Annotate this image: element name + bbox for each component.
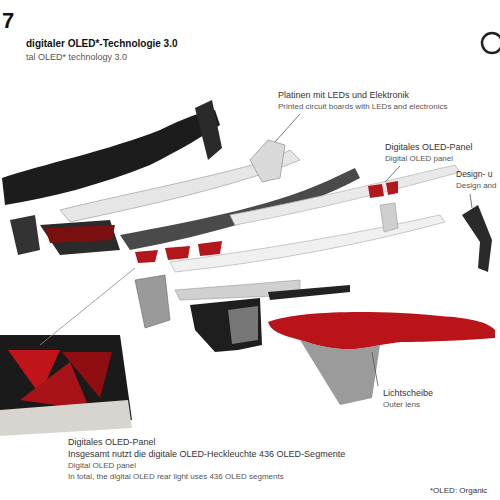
part-label: Digitales OLED-Panel: [385, 142, 473, 152]
grille: [228, 306, 258, 344]
leader-line: [40, 268, 135, 345]
circuit-board: [250, 140, 285, 182]
oled-triangle: [20, 362, 90, 410]
part-label-en: Outer lens: [383, 400, 420, 409]
trim-bar: [268, 285, 350, 300]
design-trim: [462, 205, 492, 272]
title: digitaler OLED*-Technologie 3.0: [26, 38, 178, 50]
pcb-strip: [230, 165, 460, 225]
leader-line: [372, 352, 378, 386]
part-label: Design- u: [456, 170, 492, 180]
inset-heading: Digitales OLED-Panel: [68, 437, 156, 447]
oled-segment: [135, 250, 158, 263]
inset-note-en: In total, the digital OLED rear light us…: [68, 472, 284, 481]
light-guide: [170, 215, 445, 272]
oled-panel: [386, 181, 398, 195]
part-label: Lichtscheibe: [383, 388, 433, 398]
frame-strip: [120, 168, 360, 250]
oled-segment: [165, 246, 190, 260]
oled-panel: [368, 184, 384, 198]
corner-piece: [10, 215, 40, 255]
leader-line: [470, 194, 472, 208]
red-inner-lens: [45, 225, 115, 243]
inset-note: Insgesamt nutzt die digitale OLED-Heckle…: [68, 449, 345, 459]
inner-panel: [40, 220, 120, 255]
reflector: [135, 275, 170, 328]
housing-bracket: [195, 100, 222, 160]
part-label: Platinen mit LEDs und Elektronik: [278, 90, 409, 100]
inset-base: [0, 400, 132, 436]
oled-holder: [380, 203, 398, 232]
model-number: 7: [2, 8, 14, 33]
part-label-en: Printed circuit boards with LEDs and ele…: [278, 102, 447, 111]
leader-line: [385, 166, 400, 182]
leader-line: [275, 114, 300, 142]
part-label-en: Design and: [456, 181, 496, 190]
oled-segment: [198, 241, 222, 256]
footnote: *OLED: Organic: [430, 486, 487, 495]
outer-lens: [268, 312, 495, 349]
outer-lens-lower: [300, 340, 380, 405]
black-trim: [190, 298, 262, 352]
part-label-en: Digital OLED panel: [385, 154, 453, 163]
logo-ring: [482, 33, 500, 53]
subtitle: tal OLED* technology 3.0: [26, 52, 127, 62]
inset-heading-en: Digital OLED panel: [68, 461, 136, 470]
